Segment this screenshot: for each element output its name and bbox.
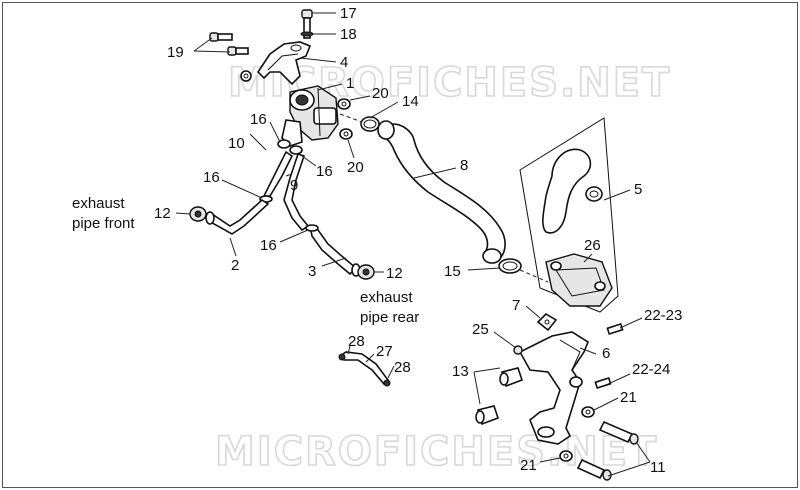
hose-8 xyxy=(377,120,506,264)
caption-exhaust-front-line2: pipe front xyxy=(72,215,135,232)
hose-9 xyxy=(262,150,294,197)
callout-labels: 17 18 19 4 1 20 14 20 8 5 26 15 7 22-23 … xyxy=(154,5,682,476)
reed-valve-26 xyxy=(545,253,613,307)
washer-20-top xyxy=(337,98,351,110)
captions: exhaust pipe front exhaust pipe rear xyxy=(72,195,419,326)
callout-22-24: 22-24 xyxy=(632,361,670,378)
callout-16-d: 16 xyxy=(260,237,277,254)
callout-5: 5 xyxy=(634,181,642,198)
callout-11: 11 xyxy=(650,459,666,476)
pipe-27 xyxy=(338,351,391,387)
spacers-13 xyxy=(475,367,524,426)
callout-21-right: 21 xyxy=(620,389,637,406)
callout-19: 19 xyxy=(167,44,184,61)
callout-16-b: 16 xyxy=(316,163,333,180)
washer-20-bottom xyxy=(339,128,353,140)
hose-2 xyxy=(206,198,270,235)
bolt-17 xyxy=(301,9,313,39)
nipple-12-front xyxy=(189,206,207,222)
caption-exhaust-front-line1: exhaust xyxy=(72,195,125,212)
washer-21-bottom xyxy=(559,450,573,462)
hose-3 xyxy=(308,224,358,276)
callout-9: 9 xyxy=(290,177,298,194)
callout-18: 18 xyxy=(340,26,357,43)
panel-5 xyxy=(519,117,619,313)
callout-15: 15 xyxy=(444,263,461,280)
callout-14: 14 xyxy=(402,93,419,110)
callout-6: 6 xyxy=(602,345,610,362)
callout-7: 7 xyxy=(512,297,520,314)
callout-20-top: 20 xyxy=(372,85,389,102)
bolts-19 xyxy=(209,32,252,82)
dashed-guide-2 xyxy=(519,269,549,283)
bracket-6 xyxy=(518,331,589,445)
callout-28-bottom: 28 xyxy=(394,359,411,376)
callout-13: 13 xyxy=(452,363,469,380)
callout-8: 8 xyxy=(460,157,468,174)
callout-27: 27 xyxy=(376,343,393,360)
callout-4: 4 xyxy=(340,54,348,71)
hose-16-clamp-left xyxy=(205,211,215,225)
callout-12-front: 12 xyxy=(154,205,171,222)
callout-16-c: 16 xyxy=(203,169,220,186)
clamp-15 xyxy=(498,258,522,274)
washer-21-right xyxy=(581,406,595,418)
clip-7 xyxy=(536,312,558,332)
dashed-guide-1 xyxy=(339,113,363,123)
callout-16-a: 16 xyxy=(250,111,267,128)
callout-1: 1 xyxy=(346,75,354,92)
callout-21-bottom: 21 xyxy=(520,457,537,474)
leader-lines xyxy=(175,12,651,477)
bolt-22-24 xyxy=(594,376,612,390)
callout-26: 26 xyxy=(584,237,601,254)
washer-18 xyxy=(300,31,314,37)
callout-12-rear: 12 xyxy=(386,265,403,282)
caption-exhaust-rear-line2: pipe rear xyxy=(360,309,419,326)
callout-22-23: 22-23 xyxy=(644,307,682,324)
callout-28-top: 28 xyxy=(348,333,365,350)
callout-25: 25 xyxy=(472,321,489,338)
bracket-4 xyxy=(256,41,312,86)
callout-2: 2 xyxy=(231,257,239,274)
callout-20-bottom: 20 xyxy=(347,159,364,176)
nipple-12-rear xyxy=(357,264,375,280)
air-valve-1 xyxy=(277,85,339,155)
callout-3: 3 xyxy=(308,263,316,280)
caption-exhaust-rear-line1: exhaust xyxy=(360,289,413,306)
callout-17: 17 xyxy=(340,5,357,22)
clamp-14 xyxy=(360,116,380,132)
bolt-22-23 xyxy=(606,322,624,336)
callout-10: 10 xyxy=(228,135,245,152)
